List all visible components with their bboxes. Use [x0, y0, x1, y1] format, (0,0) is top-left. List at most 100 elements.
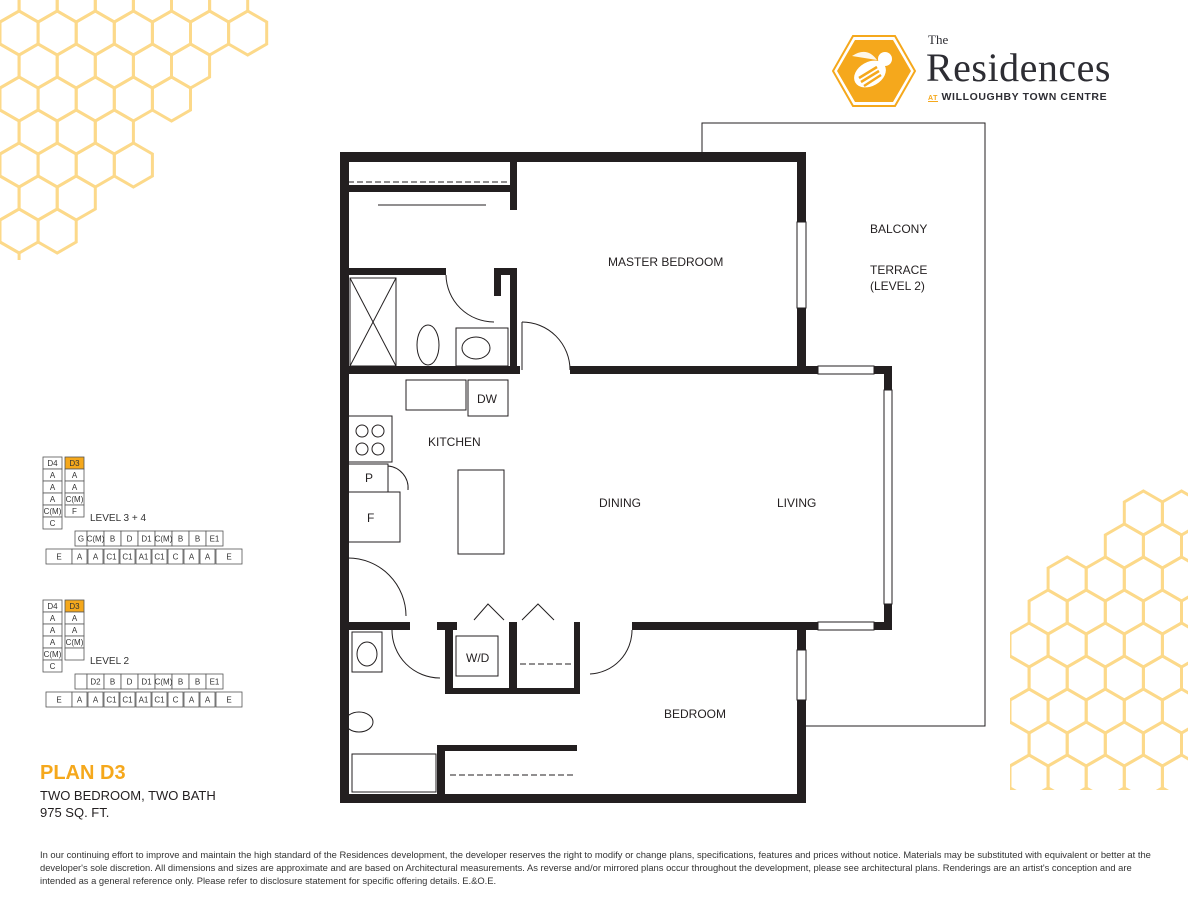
keyplan-unit-label: A: [205, 696, 211, 705]
keyplan-unit-label: C(M): [87, 535, 105, 544]
plan-title: PLAN D3: [40, 762, 126, 784]
keyplan-unit-label: C(M): [66, 495, 84, 504]
keyplan-unit: [87, 548, 104, 565]
room-bedroom: BEDROOM: [664, 707, 726, 721]
balcony-outline: [701, 122, 986, 727]
keyplan-unit-label: B: [178, 535, 183, 544]
keyplan-unit-label: C(M): [44, 507, 62, 516]
hexagon: [1155, 786, 1169, 790]
keyplan-unit-label: C1: [122, 553, 133, 562]
keyplan-unit-label: G: [78, 535, 84, 544]
keyplan-unit-label: A: [205, 553, 211, 562]
honeycomb-decoration-bottom-right: [1010, 489, 1188, 790]
keyplan-unit-label: A: [93, 553, 99, 562]
keyplan-unit-label: C1: [154, 696, 165, 705]
hexagon: [36, 207, 78, 255]
hexagon: [1079, 786, 1093, 790]
keyplan-unit: [119, 548, 136, 565]
keyplan-unit-label: A: [77, 696, 83, 705]
keyplan-unit-label: C(M): [155, 535, 173, 544]
keyplan-unit: [42, 659, 63, 673]
keyplan-unit-label: D4: [47, 459, 58, 468]
keyplan-unit-label: C1: [106, 696, 117, 705]
fixtures: [344, 181, 633, 793]
plan-description: TWO BEDROOM, TWO BATH: [40, 788, 216, 803]
keyplan-unit-label: A: [50, 471, 56, 480]
keyplan-unit-label: D4: [47, 602, 58, 611]
room-terrace: TERRACE: [870, 263, 927, 277]
keyplan-unit-label: C: [173, 696, 179, 705]
keyplan-unit: [135, 548, 152, 565]
keyplan-unit-label: D1: [141, 678, 152, 687]
keyplan-unit: [215, 548, 243, 565]
keyplan-unit-label: B: [195, 678, 200, 687]
keyplan-unit-label: A: [72, 471, 78, 480]
keyplan-unit-label: A: [72, 614, 78, 623]
keyplan-unit-label: B: [110, 678, 115, 687]
room-balcony: BALCONY: [870, 222, 927, 236]
keyplan-unit-label: A1: [139, 696, 149, 705]
keyplan-unit: [183, 691, 200, 708]
keyplan-unit-label: A: [189, 696, 195, 705]
label-dw: DW: [477, 392, 498, 406]
keyplan-unit: [42, 516, 63, 530]
keyplan-unit-label: D3: [69, 459, 80, 468]
room-kitchen: KITCHEN: [428, 435, 481, 449]
keyplan-unit-label: E1: [210, 678, 220, 687]
room-terrace-level: (LEVEL 2): [870, 279, 925, 293]
keyplan-unit-label: A: [50, 626, 56, 635]
keyplan-unit-label: A: [93, 696, 99, 705]
keyplan-unit-label: B: [110, 535, 115, 544]
logo-name: Residences: [926, 45, 1111, 90]
keyplan-unit-label: E: [226, 553, 231, 562]
honeycomb-decoration-top-left: [0, 0, 269, 260]
keyplan-unit: [64, 504, 85, 518]
keyplan-unit-label: A1: [139, 553, 149, 562]
keyplan-unit-label: E: [56, 553, 61, 562]
room-living: LIVING: [777, 496, 816, 510]
keyplan-unit: [119, 691, 136, 708]
keyplan-unit-label: A: [72, 483, 78, 492]
keyplan-unit-label: E: [226, 696, 231, 705]
keyplan-unit: [167, 548, 184, 565]
keyplan-unit-label: C: [50, 662, 56, 671]
keyplan-unit-label: B: [178, 678, 183, 687]
windows: [796, 221, 893, 701]
keyplan-unit-label: A: [77, 553, 83, 562]
keyplan-unit: [183, 548, 200, 565]
keyplan-unit-label: A: [50, 614, 56, 623]
keyplan-unit-label: B: [195, 535, 200, 544]
bee-hexagon-icon: [832, 35, 916, 107]
keyplan-unit-label: D3: [69, 602, 80, 611]
keyplan-unit-label: D2: [90, 678, 101, 687]
logo-the: The: [928, 32, 949, 47]
keyplan-unit-label: C: [50, 519, 56, 528]
keyplan-unit: [151, 691, 168, 708]
keyplan-level-label: LEVEL 2: [90, 656, 130, 667]
keyplan-unit-label: C(M): [66, 638, 84, 647]
keyplan-unit: [205, 673, 224, 690]
hexagon: [227, 9, 269, 57]
keyplan-unit-label: C1: [122, 696, 133, 705]
logo-at: AT: [928, 95, 939, 102]
keyplan-unit-label: A: [50, 495, 56, 504]
keyplan-unit: [87, 691, 104, 708]
keyplan-unit-label: E: [56, 696, 61, 705]
room-dining: DINING: [599, 496, 641, 510]
keyplan-unit-label: C1: [106, 553, 117, 562]
label-fridge: F: [367, 511, 374, 525]
disclaimer: In our continuing effort to improve and …: [40, 849, 1151, 886]
label-pantry: P: [365, 471, 373, 485]
logo-subtitle: AT WILLOUGHBY TOWN CENTRE: [928, 91, 1107, 105]
keyplan-unit-label: D1: [141, 535, 152, 544]
keyplan-unit-label: C: [173, 553, 179, 562]
room-labels: MASTER BEDROOM BALCONY TERRACE (LEVEL 2)…: [365, 222, 927, 721]
keyplan-unit-label: C1: [154, 553, 165, 562]
hexagon: [150, 75, 192, 123]
keyplan-unit-label: A: [72, 626, 78, 635]
keyplan-unit-label: A: [50, 483, 56, 492]
keyplan-unit-label: F: [72, 507, 77, 516]
